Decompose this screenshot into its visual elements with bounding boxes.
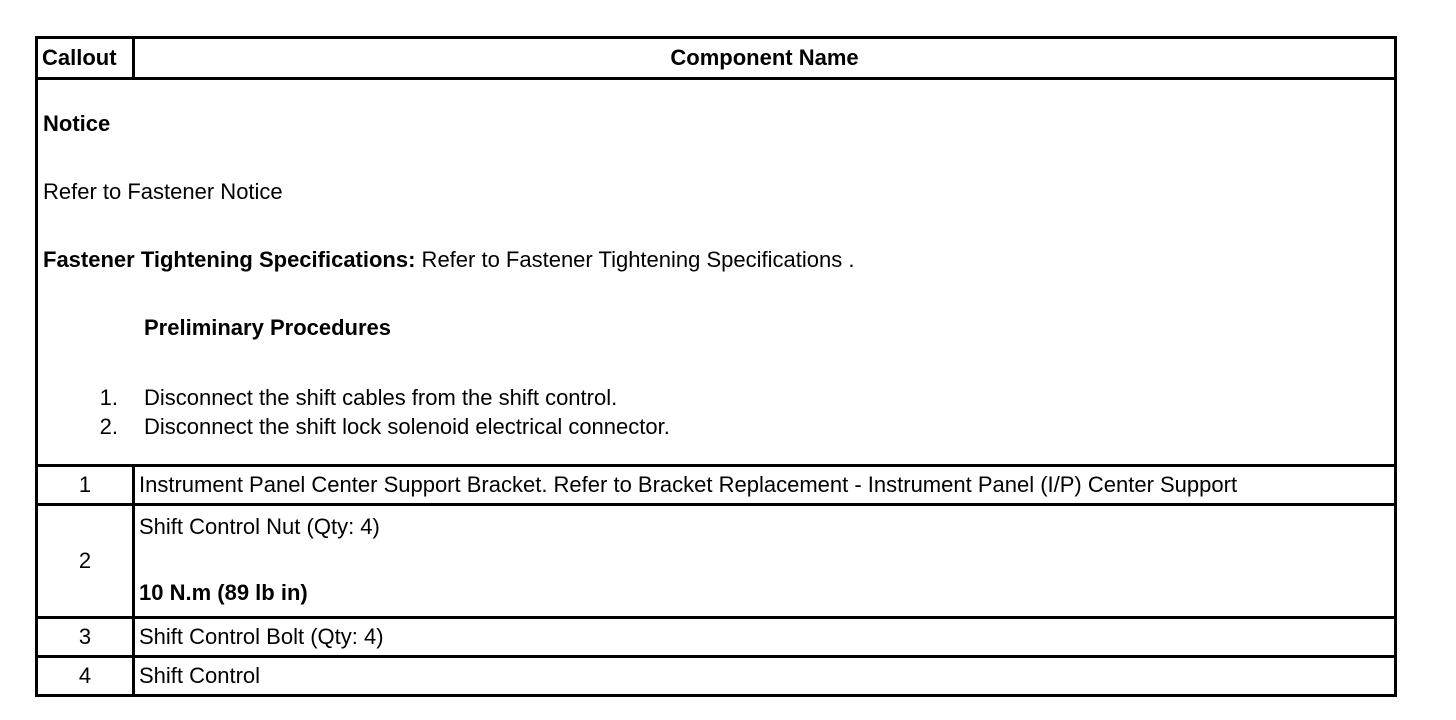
table-row: 3 Shift Control Bolt (Qty: 4) (35, 616, 1397, 658)
notice-row: Notice Refer to Fastener Notice Fastener… (35, 77, 1397, 467)
procedure-step: 1. Disconnect the shift cables from the … (43, 383, 1394, 412)
fastener-spec-label: Fastener Tightening Specifications: (43, 247, 416, 272)
notice-cell: Notice Refer to Fastener Notice Fastener… (35, 77, 1397, 467)
torque-spec: 10 N.m (89 lb in) (139, 580, 308, 605)
callout-number: 4 (35, 655, 135, 697)
fastener-notice-link[interactable]: Refer to Fastener Notice (43, 179, 283, 204)
procedure-steps: 1. Disconnect the shift cables from the … (43, 383, 1394, 441)
preliminary-procedures-title: Preliminary Procedures (144, 315, 392, 340)
callout-number: 1 (35, 464, 135, 506)
component-name-header: Component Name (132, 36, 1397, 80)
callout-number: 2 (35, 503, 135, 619)
procedure-step: 2. Disconnect the shift lock solenoid el… (43, 412, 1394, 441)
step-text: Disconnect the shift cables from the shi… (144, 385, 618, 410)
component-table: Callout Component Name Notice Refer to F… (35, 36, 1397, 697)
component-name-cell: Shift Control Nut (Qty: 4) 10 N.m (89 lb… (132, 503, 1397, 619)
fastener-spec-line: Fastener Tightening Specifications: Refe… (43, 247, 1394, 273)
fastener-spec-text[interactable]: Refer to Fastener Tightening Specificati… (415, 247, 855, 272)
component-name[interactable]: Instrument Panel Center Support Bracket.… (132, 464, 1397, 506)
step-text: Disconnect the shift lock solenoid elect… (144, 414, 670, 439)
notice-title: Notice (43, 111, 111, 136)
step-number: 1. (99, 385, 118, 410)
component-name: Shift Control (132, 655, 1397, 697)
table-row: 2 Shift Control Nut (Qty: 4) 10 N.m (89 … (35, 503, 1397, 619)
component-name: Shift Control Bolt (Qty: 4) (132, 616, 1397, 658)
table-row: 1 Instrument Panel Center Support Bracke… (35, 464, 1397, 506)
table-row: 4 Shift Control (35, 655, 1397, 697)
component-name: Shift Control Nut (Qty: 4) (139, 514, 380, 539)
step-number: 2. (99, 414, 118, 439)
callout-number: 3 (35, 616, 135, 658)
callout-header: Callout (35, 36, 135, 80)
header-row: Callout Component Name (35, 36, 1397, 80)
